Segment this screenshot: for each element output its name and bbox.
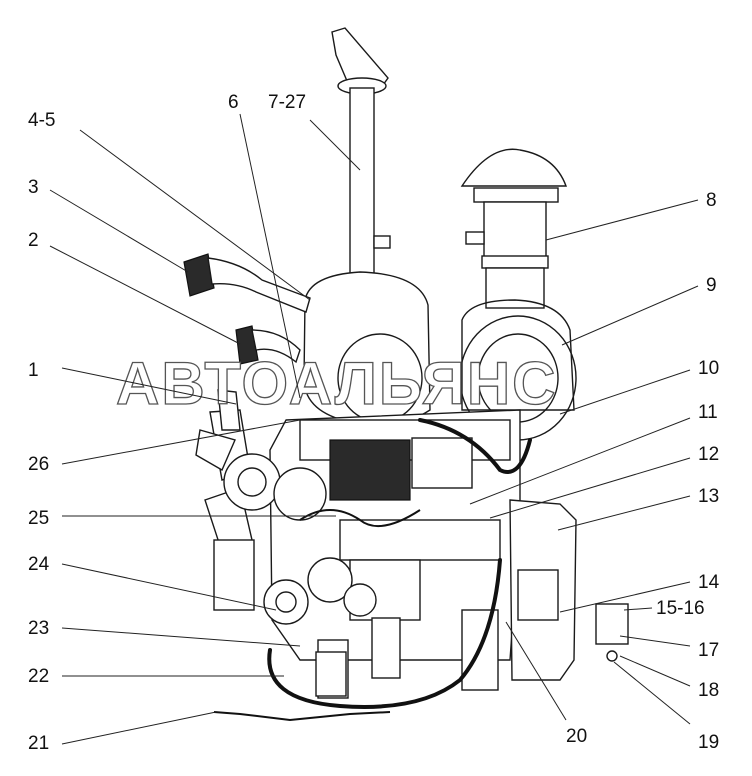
callout-26: 26	[28, 454, 49, 475]
leader-4-5	[79, 129, 311, 301]
callout-14: 14	[698, 572, 720, 593]
leader-3	[49, 189, 189, 273]
muffler	[303, 271, 431, 425]
leader-19	[613, 661, 691, 725]
leader-10	[559, 369, 691, 415]
callout-23: 23	[28, 618, 49, 639]
leader-lines	[49, 113, 699, 745]
callout-8: 8	[706, 190, 717, 211]
callout-22: 22	[28, 666, 49, 687]
callout-10: 10	[698, 358, 719, 379]
callout-25: 25	[28, 508, 49, 529]
intake-hose-parts	[183, 253, 311, 365]
callout-7-27: 7-27	[268, 92, 306, 113]
leader-2	[49, 245, 241, 345]
callout-labels: 1 2 3 4-5 6 7-27 8 9 10 11 12 13 14 15-1…	[28, 92, 720, 754]
callout-24: 24	[28, 554, 50, 575]
leader-18	[619, 655, 691, 687]
leader-12	[489, 457, 691, 519]
callout-18: 18	[698, 680, 719, 701]
engine-drawing	[183, 27, 629, 722]
callout-11: 11	[698, 402, 718, 423]
leader-15-16	[623, 607, 653, 611]
callout-17: 17	[698, 640, 719, 661]
hoses	[213, 418, 532, 722]
leader-8	[545, 199, 699, 241]
leader-14	[559, 581, 691, 613]
leader-17	[619, 635, 691, 647]
leader-11	[469, 417, 691, 505]
callout-6: 6	[228, 92, 239, 113]
watermark-text: АВТОАЛЬЯНС	[116, 350, 558, 417]
callout-12: 12	[698, 444, 719, 465]
pulleys	[223, 453, 377, 625]
leader-23	[61, 627, 301, 647]
callout-21: 21	[28, 733, 49, 754]
leader-21	[61, 711, 217, 745]
callout-9: 9	[706, 275, 717, 296]
leader-24	[61, 563, 277, 611]
leader-1	[61, 367, 237, 405]
callout-1: 1	[28, 360, 39, 381]
exhaust-pipe	[331, 27, 391, 297]
callout-4-5: 4-5	[28, 110, 55, 131]
leader-9	[561, 285, 699, 346]
callout-3: 3	[28, 177, 39, 198]
leader-26	[61, 419, 301, 465]
callout-13: 13	[698, 486, 719, 507]
callout-2: 2	[28, 230, 39, 251]
air-cleaner	[459, 148, 577, 441]
callout-19: 19	[698, 732, 719, 753]
leader-20	[505, 621, 567, 721]
leader-13	[557, 495, 691, 531]
leader-6	[239, 113, 301, 399]
leader-7-27	[309, 119, 361, 171]
callout-20: 20	[566, 726, 587, 747]
callout-15-16: 15-16	[656, 598, 705, 619]
